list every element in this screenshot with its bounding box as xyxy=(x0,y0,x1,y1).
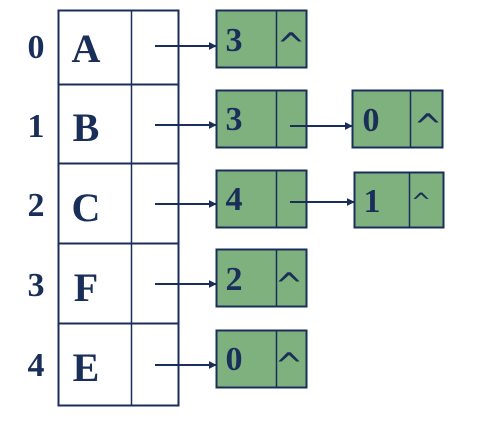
null-pointer-label: ^ xyxy=(275,346,304,386)
row-index-label: 1 xyxy=(28,108,45,145)
edge-node: 0 ^ xyxy=(351,89,444,149)
edge-node-value: 3 xyxy=(226,101,243,138)
edge-node-box xyxy=(215,169,308,229)
vertex-name: B xyxy=(73,105,100,150)
row-index-label: 3 xyxy=(28,267,45,304)
vertex-name: E xyxy=(73,345,100,390)
vertex-table-frame xyxy=(57,9,180,407)
edge-node-box xyxy=(351,89,444,149)
row-index-label: 4 xyxy=(28,347,45,384)
row-index-label: 2 xyxy=(28,187,45,224)
vertex-name: A xyxy=(72,26,101,71)
edge-node-value: 2 xyxy=(226,261,243,298)
edge-node: 1 ^ xyxy=(353,171,445,229)
edge-node-box xyxy=(215,89,308,149)
null-pointer-label: ^ xyxy=(275,266,304,306)
null-pointer-label: ^ xyxy=(411,188,431,216)
null-pointer-label: ^ xyxy=(277,26,306,66)
edge-node-box xyxy=(215,248,308,308)
null-pointer-label: ^ xyxy=(414,107,443,147)
edge-node: 0 ^ xyxy=(215,329,308,389)
edge-node-box xyxy=(215,9,308,69)
edge-node: 4 xyxy=(215,169,308,229)
edge-node: 3 ^ xyxy=(215,9,308,69)
edge-node-value: 0 xyxy=(226,341,243,378)
edge-node: 3 xyxy=(215,89,308,149)
vertex-name: C xyxy=(72,185,101,230)
edge-node-value: 0 xyxy=(363,102,380,139)
vertex-name: F xyxy=(74,265,98,310)
edge-node-box xyxy=(353,171,445,229)
edge-node-box xyxy=(215,329,308,389)
row-index-label: 0 xyxy=(28,29,45,66)
vertex-table xyxy=(57,9,180,407)
edge-node-value: 1 xyxy=(364,183,381,220)
edge-node-value: 4 xyxy=(226,181,243,218)
edge-node: 2 ^ xyxy=(215,248,308,308)
edge-node-value: 3 xyxy=(226,22,243,59)
